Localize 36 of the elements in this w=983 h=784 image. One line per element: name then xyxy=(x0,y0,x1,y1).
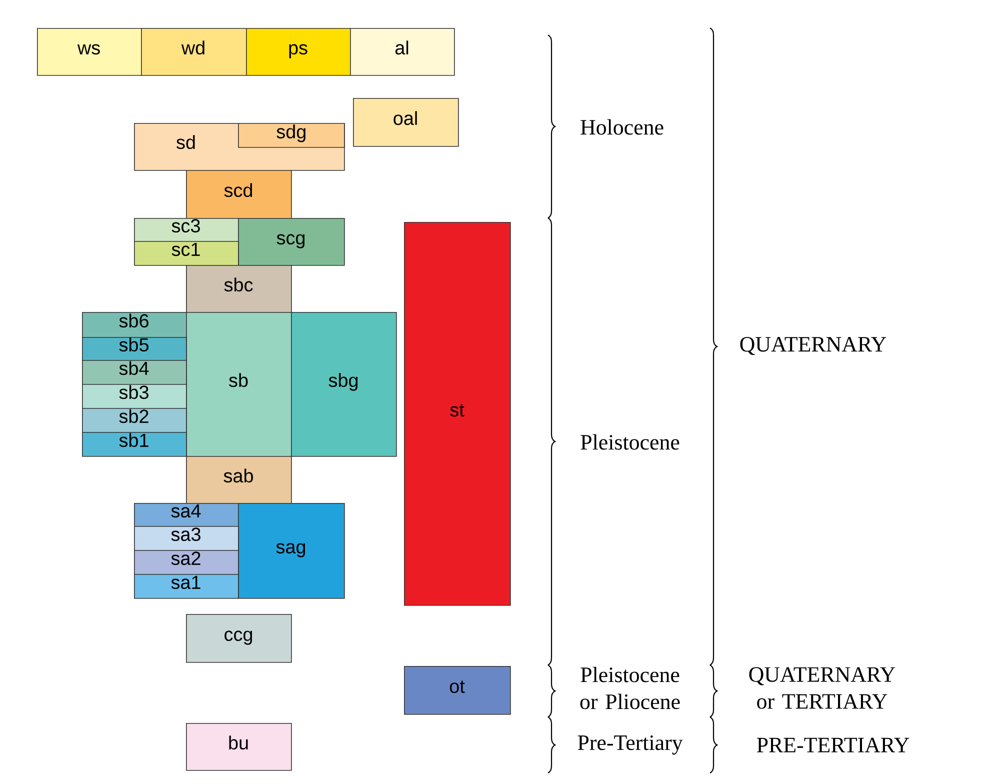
unit-box: sbg xyxy=(291,312,397,457)
unit-box: ps xyxy=(246,28,351,76)
unit-box: wd xyxy=(141,28,247,76)
unit-box: bu xyxy=(186,723,292,771)
unit-box: oal xyxy=(353,98,459,147)
epoch-label: Holocene xyxy=(580,119,664,135)
unit-box: sb4 xyxy=(82,360,187,385)
unit-box: ccg xyxy=(186,614,292,663)
unit-box: ot xyxy=(404,666,511,715)
unit-box: sb6 xyxy=(82,312,187,338)
period-label: PRE-TERTIARY xyxy=(756,738,910,752)
unit-box: al xyxy=(350,28,455,76)
unit-box: sb1 xyxy=(82,432,187,457)
unit-box: sbc xyxy=(186,265,292,313)
epoch-label: Pleistocene or Pliocene xyxy=(580,666,680,710)
unit-box: scg xyxy=(238,218,345,266)
unit-box: sc1 xyxy=(134,241,239,266)
unit-box: sb3 xyxy=(82,384,187,409)
unit-box: scd xyxy=(186,170,292,219)
unit-box: sa2 xyxy=(134,550,239,575)
period-label: QUATERNARY or TERTIARY xyxy=(749,667,896,709)
unit-box: sa1 xyxy=(134,574,239,599)
period-label: QUATERNARY xyxy=(740,336,886,356)
unit-box: sb2 xyxy=(82,408,187,433)
unit-box: sa3 xyxy=(134,526,239,551)
epoch-label: Pre-Tertiary xyxy=(578,735,683,755)
unit-box: sa4 xyxy=(134,503,239,527)
unit-box: st xyxy=(404,222,511,606)
unit-box: sb xyxy=(186,312,292,457)
unit-box: sab xyxy=(186,456,292,504)
unit-box: sdg xyxy=(238,123,345,148)
epoch-label: Pleistocene xyxy=(580,434,680,450)
unit-box: ws xyxy=(37,28,142,76)
unit-box: sb5 xyxy=(82,337,187,361)
unit-box: sag xyxy=(238,503,345,599)
unit-box: sc3 xyxy=(134,218,239,242)
